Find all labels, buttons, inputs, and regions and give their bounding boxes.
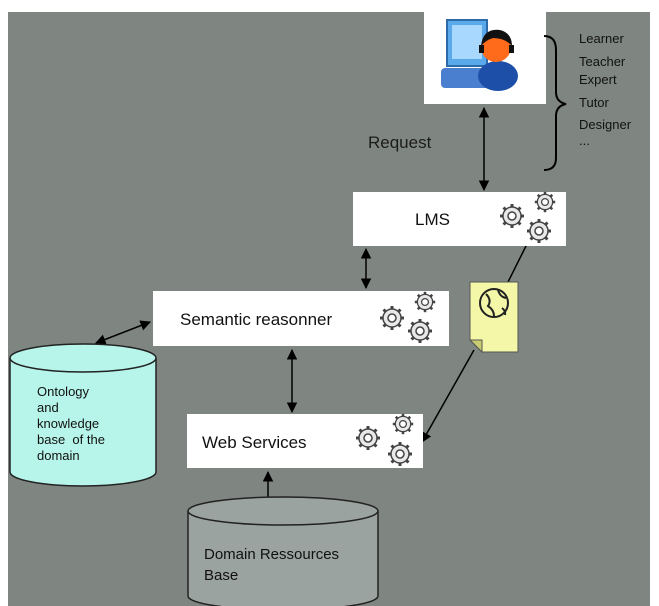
ontology-reasoner-arrow xyxy=(95,320,151,345)
ontology-line-3: knowledge xyxy=(37,416,100,431)
role-teacher: Teacher xyxy=(579,53,626,69)
role-more: ... xyxy=(579,132,590,148)
lms-box xyxy=(353,192,566,246)
ontology-line-1: Ontology xyxy=(37,384,90,399)
globe-document-icon xyxy=(468,281,519,354)
role-expert: Expert xyxy=(579,72,617,87)
ontology-label: Ontology and knowledge base of the domai… xyxy=(37,384,105,464)
learner-computer-icon xyxy=(424,0,546,104)
ontology-cylinder xyxy=(9,343,157,487)
reasoner-label: Semantic reasonner xyxy=(180,310,333,329)
roles-brace xyxy=(543,35,567,171)
role-tutor: Tutor xyxy=(579,94,609,110)
resources-cylinder xyxy=(187,496,379,606)
lms-label: LMS xyxy=(415,210,450,229)
document-webservices-arrow xyxy=(421,349,475,443)
role-designer: Designer xyxy=(579,117,632,132)
request-label: Request xyxy=(368,133,432,152)
ontology-line-4: base of the xyxy=(37,432,105,447)
webservices-box xyxy=(187,414,423,468)
resources-line-2: Base xyxy=(204,567,239,584)
webservices-label: Web Services xyxy=(202,433,307,452)
ontology-line-2: and xyxy=(37,400,59,415)
role-learner: Learner xyxy=(579,31,624,46)
resources-label: Domain Ressources Base xyxy=(204,544,339,586)
roles-list: Learner Teacher Expert Tutor Designer ..… xyxy=(579,30,657,147)
ontology-line-5: domain xyxy=(37,448,80,463)
resources-line-1: Domain Ressources xyxy=(204,546,340,563)
